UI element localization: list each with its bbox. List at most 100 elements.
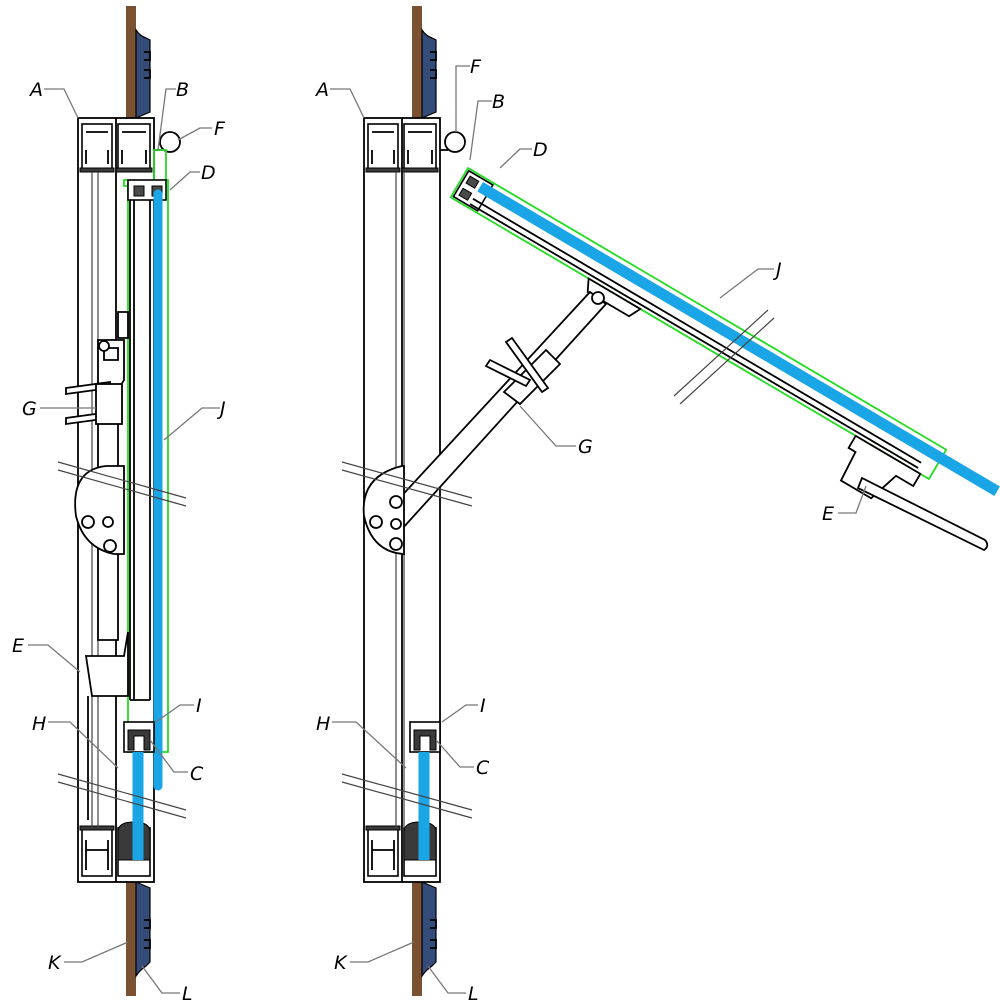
callout-label-left-f: F: [214, 118, 226, 140]
frame-top-gasket-2-right: [401, 167, 439, 173]
leader-line-right-c: [435, 739, 474, 768]
leader-line-right-j: [719, 268, 774, 299]
handle-g-top-right: [484, 358, 532, 388]
callout-label-left-i: I: [196, 695, 202, 717]
frame-top-gasket-1-right: [365, 167, 401, 173]
leader-line-left-f: [177, 127, 212, 141]
leader-line-left-h: [48, 721, 119, 769]
break-line-lower-right: [341, 773, 473, 819]
callout-label-right-a: A: [314, 79, 329, 101]
callout-label-left-j: J: [216, 398, 226, 420]
frame-bottom-details-right: [371, 840, 395, 870]
callout-label-left-g: G: [22, 398, 37, 420]
wall-board-top-right: [412, 6, 422, 118]
pivot-screw-2-right: [389, 495, 403, 509]
stay-bracket-tilted: [586, 276, 643, 318]
sash-outline-tilted: [449, 166, 948, 481]
leader-line-right-e: [838, 485, 867, 514]
callout-label-right-g: G: [578, 436, 593, 458]
leader-line-right-d: [499, 148, 532, 169]
trim-notches-top-left: [144, 51, 151, 79]
sash-top-gasket-1-left: [133, 185, 145, 197]
pivot-screw-4-right: [390, 518, 402, 530]
leader-line-right-k: [350, 941, 415, 963]
trim-notches-top-right: [430, 51, 437, 79]
left-view-closed-sash: [57, 6, 187, 996]
wall-board-bottom-right: [412, 880, 422, 996]
frame-top-details-left: [85, 131, 147, 164]
callout-label-left-c: C: [190, 763, 204, 785]
frame-top-gasket-2-left: [115, 167, 153, 173]
callout-label-right-f: F: [470, 56, 482, 78]
callout-label-right-l: L: [468, 983, 479, 1003]
callout-label-left-l: L: [182, 983, 193, 1003]
pivot-disc-left: [74, 465, 125, 555]
handle-e-arm-right: [856, 476, 989, 552]
sash-inner-1-tilted: [472, 198, 922, 464]
stay-arm-pivot-left: [98, 340, 110, 352]
pivot-screw-3-left: [102, 516, 114, 528]
leader-line-left-a: [44, 88, 79, 119]
leader-line-right-f: [455, 65, 470, 132]
hinge-f-right: [444, 131, 466, 153]
trim-bottom-left: [135, 881, 151, 978]
sash-end-profile-tilted: [452, 169, 494, 212]
leader-line-left-j: [163, 407, 220, 441]
glass-pane-tilted: [477, 182, 1000, 497]
stay-arm-top-pivot-right: [591, 291, 605, 305]
hinge-f-left: [159, 131, 181, 153]
callout-label-right-h: H: [316, 713, 330, 735]
wall-board-bottom-left: [126, 880, 136, 996]
frame-bottom-chamber-1-right: [367, 827, 399, 877]
leader-line-right-h: [332, 721, 407, 769]
frame-bottom-gasket-1-right: [365, 825, 401, 831]
frame-top-gasket-1-left: [79, 167, 115, 173]
callout-label-left-b: B: [176, 79, 189, 101]
leader-line-right-g: [519, 405, 576, 447]
frame-bottom-gasket-1-left: [79, 825, 115, 831]
callout-label-left-k: K: [48, 952, 62, 974]
frame-top-details-right: [371, 131, 433, 164]
pivot-screw-1-left: [81, 515, 95, 529]
leader-line-right-i: [441, 704, 478, 723]
sash-inner-2-tilted: [469, 203, 919, 469]
bottom-channel-gasket-right: [413, 729, 437, 751]
break-line-lower-left: [57, 773, 187, 819]
bottom-channel-gasket-left: [127, 729, 151, 751]
trim-top-right: [421, 28, 437, 119]
trim-bottom-right: [421, 881, 437, 978]
handle-g-body-left: [95, 383, 123, 425]
frame-bottom-chamber-1-left: [81, 827, 113, 877]
handle-g-bottom-right: [504, 336, 550, 394]
stay-arm-top-block-left: [103, 347, 119, 361]
callout-label-right-k: K: [334, 952, 348, 974]
pivot-disc-right: [362, 465, 405, 555]
callout-label-right-e: E: [822, 503, 834, 525]
callout-label-left-e: E: [12, 635, 24, 657]
leader-line-left-c: [149, 739, 188, 773]
frame-bottom-details-left: [85, 840, 109, 870]
callout-label-right-i: I: [480, 695, 486, 717]
trim-notches-bottom-right: [430, 919, 437, 949]
sash-gasket-2-tilted: [458, 187, 473, 201]
callout-label-left-d: D: [201, 162, 216, 184]
break-line-upper-left: [57, 461, 187, 507]
trim-notches-bottom-left: [144, 919, 151, 949]
right-view-open-sash: [341, 6, 1000, 996]
callout-label-right-d: D: [533, 139, 548, 161]
leader-line-right-l: [427, 965, 466, 994]
callout-label-right-c: C: [476, 757, 490, 779]
trim-top-left: [135, 28, 151, 119]
break-line-upper-right: [341, 461, 473, 507]
leader-line-left-k: [64, 941, 129, 963]
break-line-glass-right: [673, 309, 775, 405]
pivot-screw-3-right: [389, 537, 403, 551]
leader-line-left-i: [155, 704, 194, 723]
pivot-screw-2-left: [103, 539, 117, 553]
leader-line-right-a: [330, 88, 365, 119]
leader-line-left-d: [169, 171, 200, 191]
pivot-screw-1-right: [369, 515, 383, 529]
leader-line-left-b: [157, 88, 176, 151]
